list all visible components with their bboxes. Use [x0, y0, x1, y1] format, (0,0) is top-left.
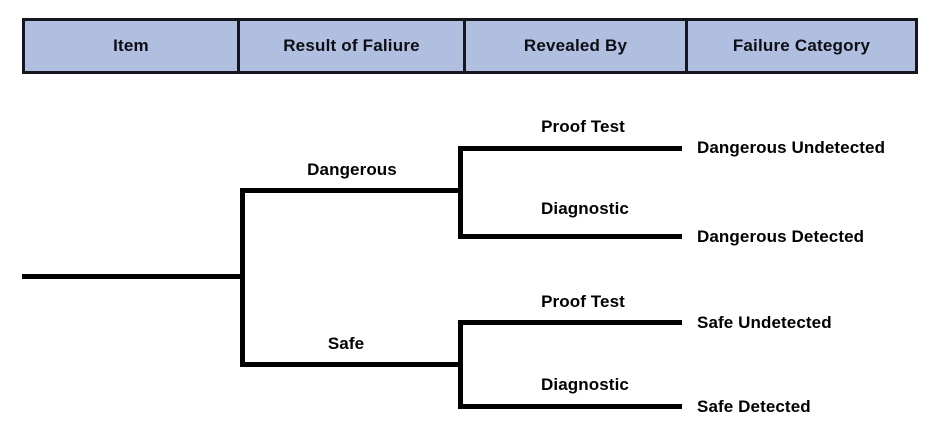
tree-label-safe-diagnostic: Diagnostic	[541, 375, 629, 394]
tree-line-leaf-dangerous-undetected	[458, 146, 682, 151]
tree-leaf-dangerous-detected: Dangerous Detected	[697, 227, 865, 246]
header-label-failure-category: Failure Category	[732, 36, 871, 55]
tree-line-level1-spine	[240, 188, 245, 366]
tree-leaf-safe-undetected: Safe Undetected	[697, 313, 832, 332]
tree-line-level2-spine-dangerous	[458, 146, 463, 238]
header-cell-failure-category: Failure Category	[688, 21, 915, 71]
tree-line-level2-spine-safe	[458, 320, 463, 408]
tree-line-root-trunk	[22, 274, 242, 279]
header-cell-revealed-by: Revealed By	[466, 21, 688, 71]
header-cell-result-of-failure: Result of Faliure	[240, 21, 466, 71]
tree-line-branch-dangerous	[240, 188, 462, 193]
header-label-item: Item	[113, 36, 149, 55]
tree-label-dangerous-diagnostic: Diagnostic	[541, 199, 629, 218]
tree-leaf-safe-detected: Safe Detected	[697, 397, 811, 416]
tree-label-safe-proof-test: Proof Test	[541, 292, 625, 311]
tree-label-dangerous: Dangerous	[307, 160, 397, 179]
tree-leaf-dangerous-undetected: Dangerous Undetected	[697, 138, 886, 157]
tree-label-dangerous-proof-test: Proof Test	[541, 117, 625, 136]
header-cell-item: Item	[25, 21, 240, 71]
column-header-table: Item Result of Faliure Revealed By Failu…	[22, 18, 918, 74]
tree-line-leaf-dangerous-detected	[458, 234, 682, 239]
tree-label-safe: Safe	[327, 334, 365, 353]
tree-line-branch-safe	[240, 362, 462, 367]
header-label-result-of-failure: Result of Faliure	[283, 36, 420, 55]
tree-line-leaf-safe-undetected	[458, 320, 682, 325]
header-label-revealed-by: Revealed By	[523, 36, 628, 55]
tree-line-leaf-safe-detected	[458, 404, 682, 409]
